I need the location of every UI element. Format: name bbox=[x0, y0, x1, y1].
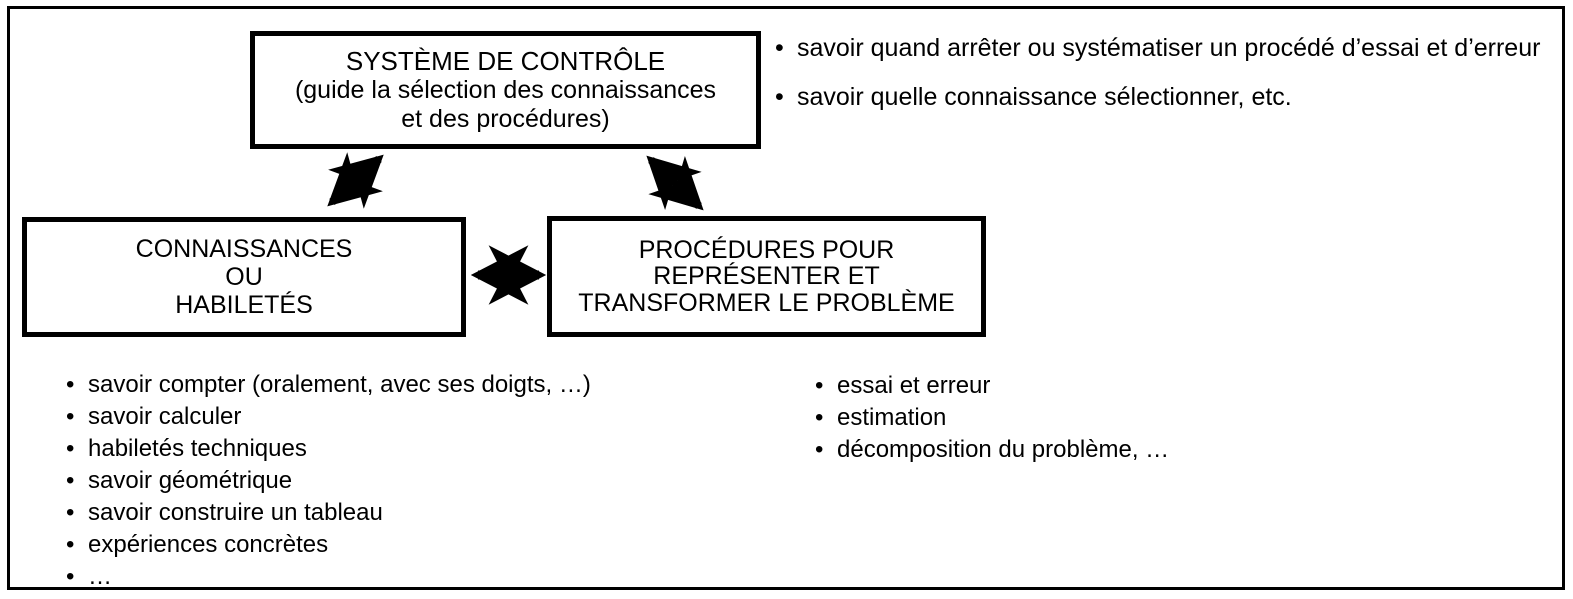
bullet-icon: • bbox=[66, 563, 75, 590]
bullet-icon: • bbox=[815, 404, 824, 431]
bullet-icon: • bbox=[66, 371, 75, 398]
bullet-icon: • bbox=[66, 403, 75, 430]
list-item: • essai et erreur bbox=[815, 374, 1375, 398]
box-knowledge-skills-line-1: CONNAISSANCES bbox=[135, 234, 353, 263]
list-item-label: habiletés techniques bbox=[88, 435, 307, 462]
list-item-label: … bbox=[88, 563, 112, 590]
box-procedures-text: PROCÉDURES POUR REPRÉSENTER ET TRANSFORM… bbox=[552, 237, 981, 317]
box-procedures[interactable]: PROCÉDURES POUR REPRÉSENTER ET TRANSFORM… bbox=[547, 216, 986, 337]
list-item: • habiletés techniques bbox=[66, 437, 756, 461]
list-item-label: savoir quelle connaissance sélectionner,… bbox=[797, 83, 1292, 111]
bullet-icon: • bbox=[775, 34, 784, 62]
bullet-icon: • bbox=[815, 436, 824, 463]
list-item-label: expériences concrètes bbox=[88, 531, 329, 558]
list-item: • décomposition du problème, … bbox=[815, 438, 1375, 462]
bullet-icon: • bbox=[66, 467, 75, 494]
box-procedures-line-2: REPRÉSENTER ET bbox=[653, 262, 880, 291]
list-item: • savoir compter (oralement, avec ses do… bbox=[66, 373, 756, 397]
list-item: • expériences concrètes bbox=[66, 533, 756, 557]
bullet-icon: • bbox=[66, 499, 75, 526]
list-item: • savoir quelle connaissance sélectionne… bbox=[775, 81, 1545, 114]
list-item-label: essai et erreur bbox=[837, 372, 991, 399]
list-item-label: savoir quand arrêter ou systématiser un … bbox=[797, 34, 1541, 62]
box-procedures-line-3: TRANSFORMER LE PROBLÈME bbox=[578, 288, 955, 317]
box-control-system-line-2: (guide la sélection des connaissances bbox=[294, 76, 717, 105]
list-item: • … bbox=[66, 565, 756, 589]
bullet-icon: • bbox=[66, 435, 75, 462]
box-control-system-line-1: SYSTÈME DE CONTRÔLE bbox=[345, 46, 666, 77]
list-item: • savoir quand arrêter ou systématiser u… bbox=[775, 32, 1545, 65]
bullet-icon: • bbox=[775, 83, 784, 111]
box-control-system-line-3: et des procédures) bbox=[401, 104, 610, 133]
box-knowledge-skills-text: CONNAISSANCES OU HABILETÉS bbox=[27, 235, 461, 320]
list-knowledge-skills: • savoir compter (oralement, avec ses do… bbox=[66, 373, 756, 597]
list-item: • estimation bbox=[815, 406, 1375, 430]
box-control-system-text: SYSTÈME DE CONTRÔLE (guide la sélection … bbox=[255, 46, 756, 133]
list-item-label: estimation bbox=[837, 404, 947, 431]
box-knowledge-skills-line-3: HABILETÉS bbox=[175, 291, 313, 320]
list-item: • savoir géométrique bbox=[66, 469, 756, 493]
bullet-icon: • bbox=[815, 372, 824, 399]
list-item-label: savoir calculer bbox=[88, 403, 242, 430]
list-item-label: savoir compter (oralement, avec ses doig… bbox=[88, 371, 591, 398]
list-item-label: savoir construire un tableau bbox=[88, 499, 383, 526]
box-control-system[interactable]: SYSTÈME DE CONTRÔLE (guide la sélection … bbox=[250, 31, 761, 149]
slide-outer-frame bbox=[7, 6, 1565, 590]
bullet-icon: • bbox=[66, 531, 75, 558]
list-procedures: • essai et erreur • estimation • décompo… bbox=[815, 374, 1375, 470]
box-knowledge-skills[interactable]: CONNAISSANCES OU HABILETÉS bbox=[22, 217, 466, 337]
list-item-label: décomposition du problème, … bbox=[837, 436, 1170, 463]
list-item: • savoir construire un tableau bbox=[66, 501, 756, 525]
list-control-system: • savoir quand arrêter ou systématiser u… bbox=[775, 32, 1545, 114]
box-procedures-line-1: PROCÉDURES POUR bbox=[638, 235, 895, 264]
list-item-label: savoir géométrique bbox=[88, 467, 293, 494]
list-item: • savoir calculer bbox=[66, 405, 756, 429]
box-knowledge-skills-line-2: OU bbox=[225, 262, 263, 291]
